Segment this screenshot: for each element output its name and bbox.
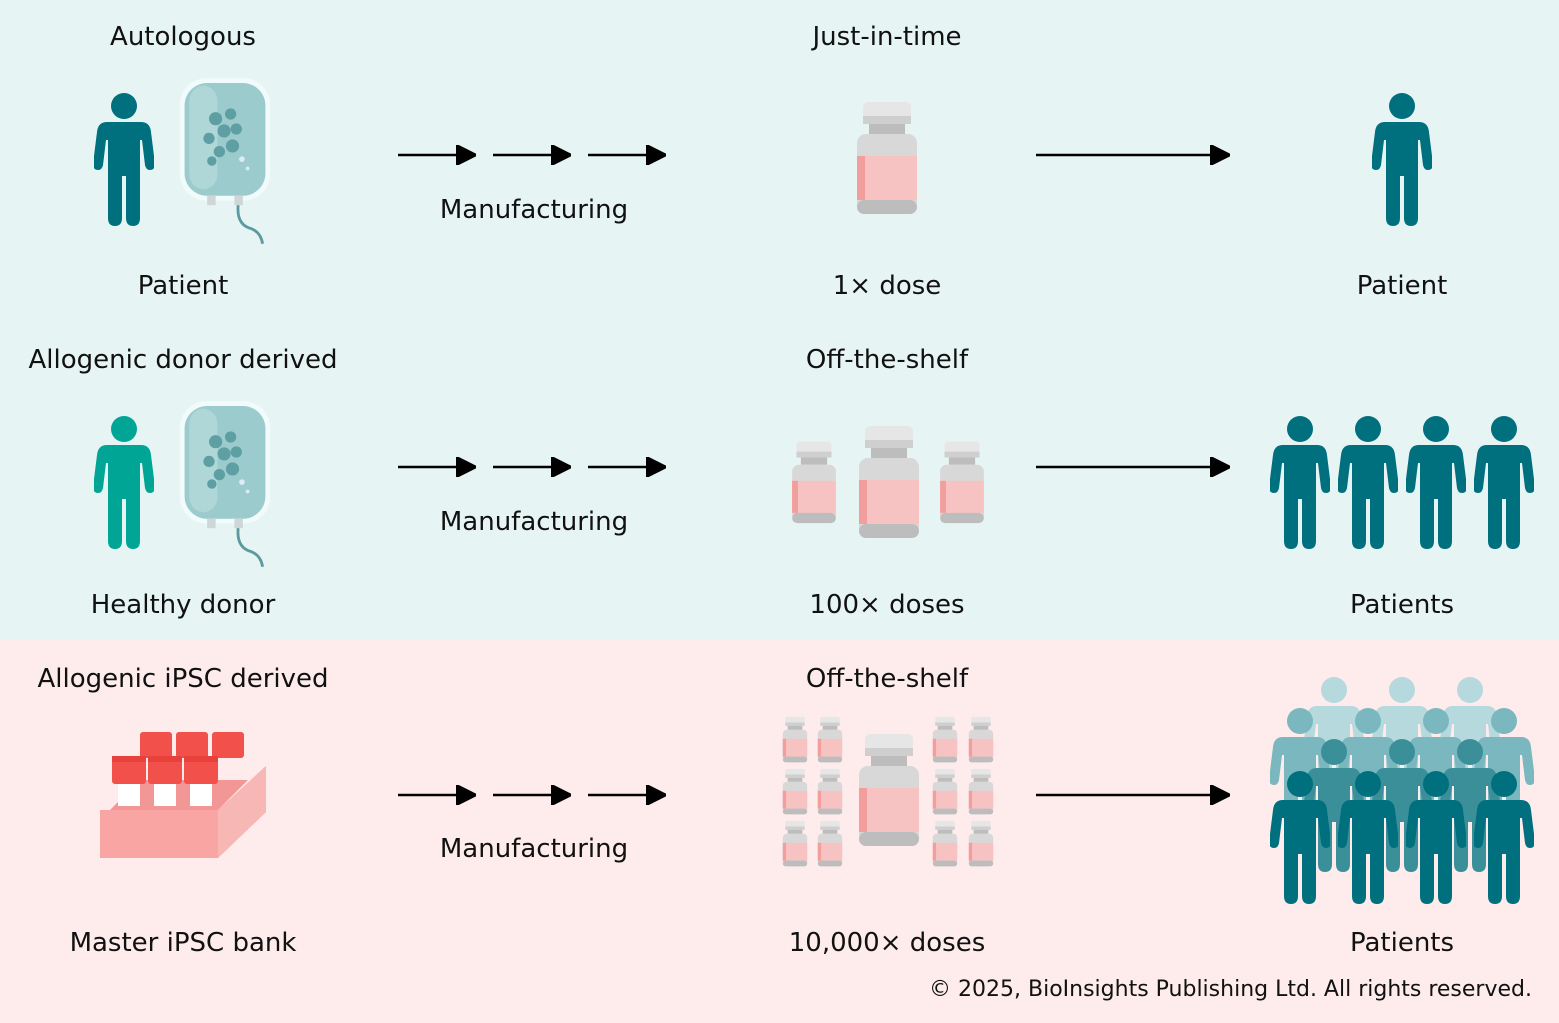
- row-2-delivery-arrow-icon: [1036, 457, 1230, 477]
- row-1-product-label: 1× dose: [832, 271, 942, 301]
- row-1-delivery-arrow-icon: [1036, 145, 1230, 165]
- row-1-source-heading: Autologous: [110, 22, 256, 52]
- row-3-patients-crowd-icon: [1270, 677, 1534, 904]
- row-2-product-heading: Off-the-shelf: [805, 345, 969, 375]
- row-2-vials-icon: [792, 426, 984, 538]
- row-3-vials-icon: [782, 716, 994, 867]
- row-3-product-heading: Off-the-shelf: [805, 664, 969, 694]
- row-1-manufacturing-arrow-icon: [398, 145, 666, 165]
- row-1-process-label: Manufacturing: [439, 195, 629, 225]
- copyright-notice: © 2025, BioInsights Publishing Ltd. All …: [929, 977, 1532, 1002]
- row-1-source-label: Patient: [137, 271, 229, 301]
- row-2-infusion-bag-icon: [178, 399, 272, 569]
- row-2-product-label: 100× doses: [809, 590, 965, 620]
- row-3-source-label: Master iPSC bank: [69, 928, 297, 958]
- row-2-source-heading: Allogenic donor derived: [28, 345, 338, 375]
- row-2-source-label: Healthy donor: [90, 590, 276, 620]
- row-2-process-label: Manufacturing: [439, 507, 629, 537]
- row-3-product-label: 10,000× doses: [788, 928, 986, 958]
- row-3-source-heading: Allogenic iPSC derived: [37, 664, 329, 694]
- row-2-manufacturing-arrow-icon: [398, 457, 666, 477]
- row-1-recipient-label: Patient: [1356, 271, 1448, 301]
- row-3-delivery-arrow-icon: [1036, 785, 1230, 805]
- row-3-process-label: Manufacturing: [439, 834, 629, 864]
- row-2-recipient-label: Patients: [1349, 590, 1455, 620]
- row-1-source-patient-icon: [94, 93, 154, 226]
- row-2-healthy-donor-icon: [94, 416, 154, 549]
- row-1-recipient-patient-icon: [1372, 93, 1432, 226]
- row-1-product-heading: Just-in-time: [812, 22, 962, 52]
- row-3-recipient-label: Patients: [1349, 928, 1455, 958]
- row-1-vial-icon: [857, 102, 917, 214]
- row-1-infusion-bag-icon: [178, 76, 272, 246]
- row-3-vial-rack-icon: [100, 732, 266, 858]
- row-2-patients-group-icon: [1270, 416, 1534, 549]
- row-3-manufacturing-arrow-icon: [398, 785, 666, 805]
